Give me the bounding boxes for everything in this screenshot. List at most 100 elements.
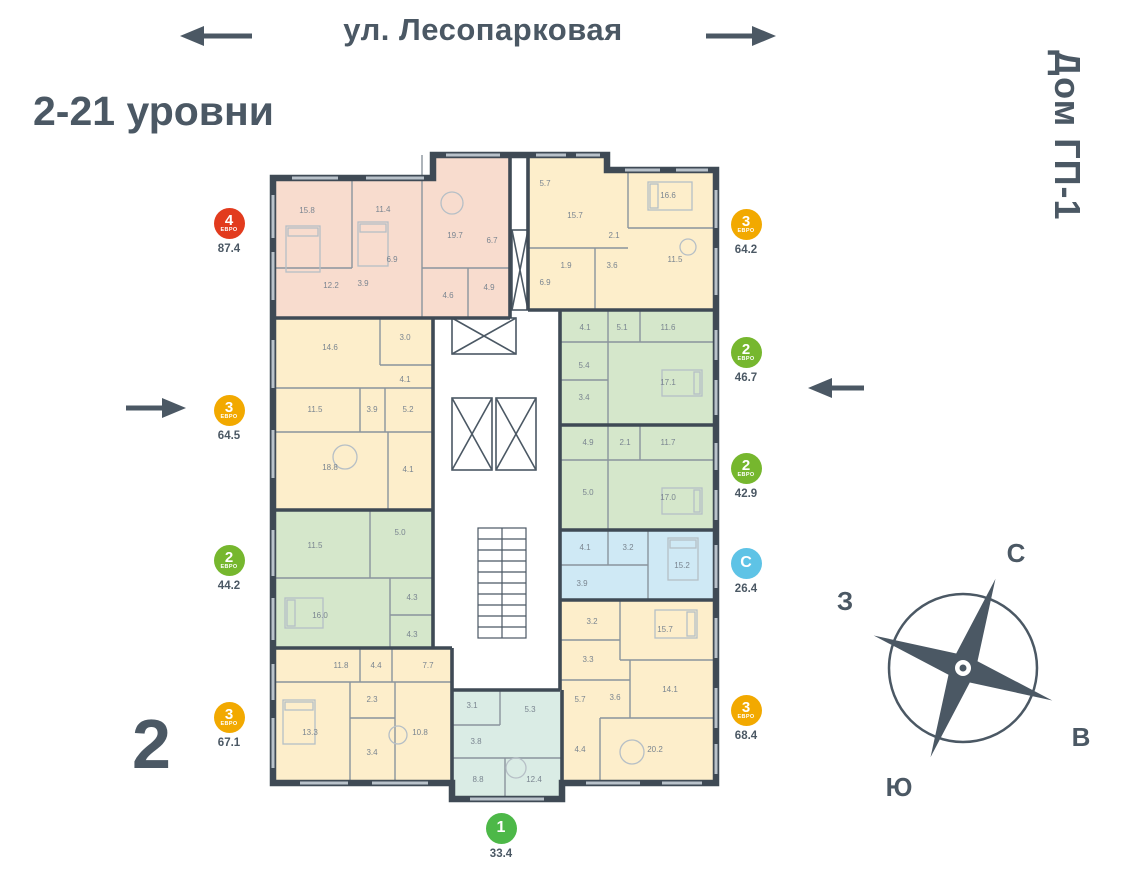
room-area-label: 14.1 <box>662 685 678 694</box>
room-area-label: 3.9 <box>576 579 588 588</box>
apartment-area-label: 44.2 <box>217 579 241 592</box>
room-area-label: 6.9 <box>386 255 398 264</box>
compass-circle <box>887 592 1039 744</box>
apartment-region-3evro-bottom-left[interactable] <box>273 648 452 783</box>
apartment-region-3evro-left[interactable] <box>273 318 433 510</box>
room-area-label: 15.7 <box>567 211 583 220</box>
room-area-label: 4.6 <box>442 291 454 300</box>
apartment-regions <box>273 155 716 799</box>
room-area-label: 3.4 <box>578 393 590 402</box>
compass-east-label: В <box>1072 722 1091 752</box>
room-area-label: 5.1 <box>616 323 628 332</box>
room-area-label: 18.8 <box>322 463 338 472</box>
compass-center-dot <box>959 664 967 672</box>
room-area-label: 4.4 <box>574 745 586 754</box>
rooms-count-label: 3 <box>741 212 751 230</box>
floor-number: 2 <box>132 705 171 783</box>
room-area-label: 14.6 <box>322 343 338 352</box>
apartment-area-label: 67.1 <box>217 736 241 749</box>
apartment-type-label: ЕВРО <box>737 471 755 478</box>
arrow-street-left <box>180 26 252 46</box>
apartment-region-2evro-right-1[interactable] <box>560 310 716 425</box>
apartment-region-2evro-left[interactable] <box>273 510 433 648</box>
room-area-label: 7.7 <box>422 661 434 670</box>
room-area-label: 5.2 <box>402 405 414 414</box>
compass: С З В Ю <box>837 538 1091 802</box>
room-area-label: 4.1 <box>399 375 411 384</box>
furniture <box>282 181 703 779</box>
apartment-region-2evro-right-2[interactable] <box>560 425 716 530</box>
room-area-label: 3.1 <box>466 701 478 710</box>
rooms-count-circle: С <box>730 547 762 579</box>
rooms-count-label: 3 <box>741 698 751 716</box>
room-area-label: 3.8 <box>470 737 482 746</box>
room-area-label: 4.1 <box>402 465 414 474</box>
room-area-label: 12.4 <box>526 775 542 784</box>
compass-west-label: З <box>837 586 853 616</box>
apartment-badge-right-4[interactable]: С 26.4 <box>715 547 777 595</box>
rooms-count-label: 4 <box>224 211 234 229</box>
apartment-area-label: 64.5 <box>217 429 241 442</box>
room-area-label: 5.7 <box>539 179 551 188</box>
apartment-region-3evro-top-right[interactable] <box>528 155 716 310</box>
room-area-label: 3.4 <box>366 748 378 757</box>
room-area-label: 4.4 <box>370 661 382 670</box>
apartment-region-1room[interactable] <box>452 690 562 799</box>
arrow-entrance-left <box>126 398 186 418</box>
room-area-label: 11.5 <box>308 541 324 550</box>
apartment-region-4evro[interactable] <box>273 155 510 318</box>
room-area-label: 2.1 <box>608 231 620 240</box>
room-area-label: 5.4 <box>578 361 590 370</box>
apartment-type-label: ЕВРО <box>737 227 755 234</box>
compass-north-label: С <box>1007 538 1026 568</box>
room-area-label: 4.9 <box>582 438 594 447</box>
room-area-label: 4.1 <box>579 323 591 332</box>
room-area-label: 5.0 <box>394 528 406 537</box>
rooms-count-label: 2 <box>741 456 751 474</box>
room-area-label: 11.5 <box>668 255 684 264</box>
room-area-label: 5.3 <box>524 705 536 714</box>
room-area-label: 5.0 <box>582 488 594 497</box>
room-area-label: 3.9 <box>366 405 378 414</box>
rooms-count-label: 1 <box>496 819 506 836</box>
apartment-region-3evro-bottom-right[interactable] <box>560 600 716 783</box>
outer-wall <box>269 151 720 803</box>
apartment-area-label: 26.4 <box>734 582 758 595</box>
apartment-type-label: ЕВРО <box>737 355 755 362</box>
room-area-label: 13.3 <box>302 728 318 737</box>
room-area-label: 11.8 <box>334 661 350 670</box>
room-area-label: 15.2 <box>674 561 690 570</box>
apartment-type-label: ЕВРО <box>737 713 755 720</box>
rooms-count-label: 2 <box>224 548 234 566</box>
room-area-label: 3.0 <box>399 333 411 342</box>
room-area-label: 3.2 <box>586 617 598 626</box>
apartment-type-label: ЕВРО <box>220 720 238 727</box>
room-area-label: 3.3 <box>582 655 594 664</box>
apartment-area-label: 42.9 <box>734 487 758 500</box>
rooms-count-label: 3 <box>224 398 234 416</box>
direction-arrows <box>126 26 864 418</box>
room-area-label: 2.1 <box>619 438 631 447</box>
room-area-label: 3.6 <box>606 261 618 270</box>
room-area-label: 16.6 <box>660 191 676 200</box>
room-area-label: 11.7 <box>661 438 677 447</box>
room-area-label: 8.8 <box>472 775 484 784</box>
apartment-type-label: ЕВРО <box>220 413 238 420</box>
room-area-label: 17.1 <box>660 378 676 387</box>
arrow-entrance-right <box>808 378 864 398</box>
